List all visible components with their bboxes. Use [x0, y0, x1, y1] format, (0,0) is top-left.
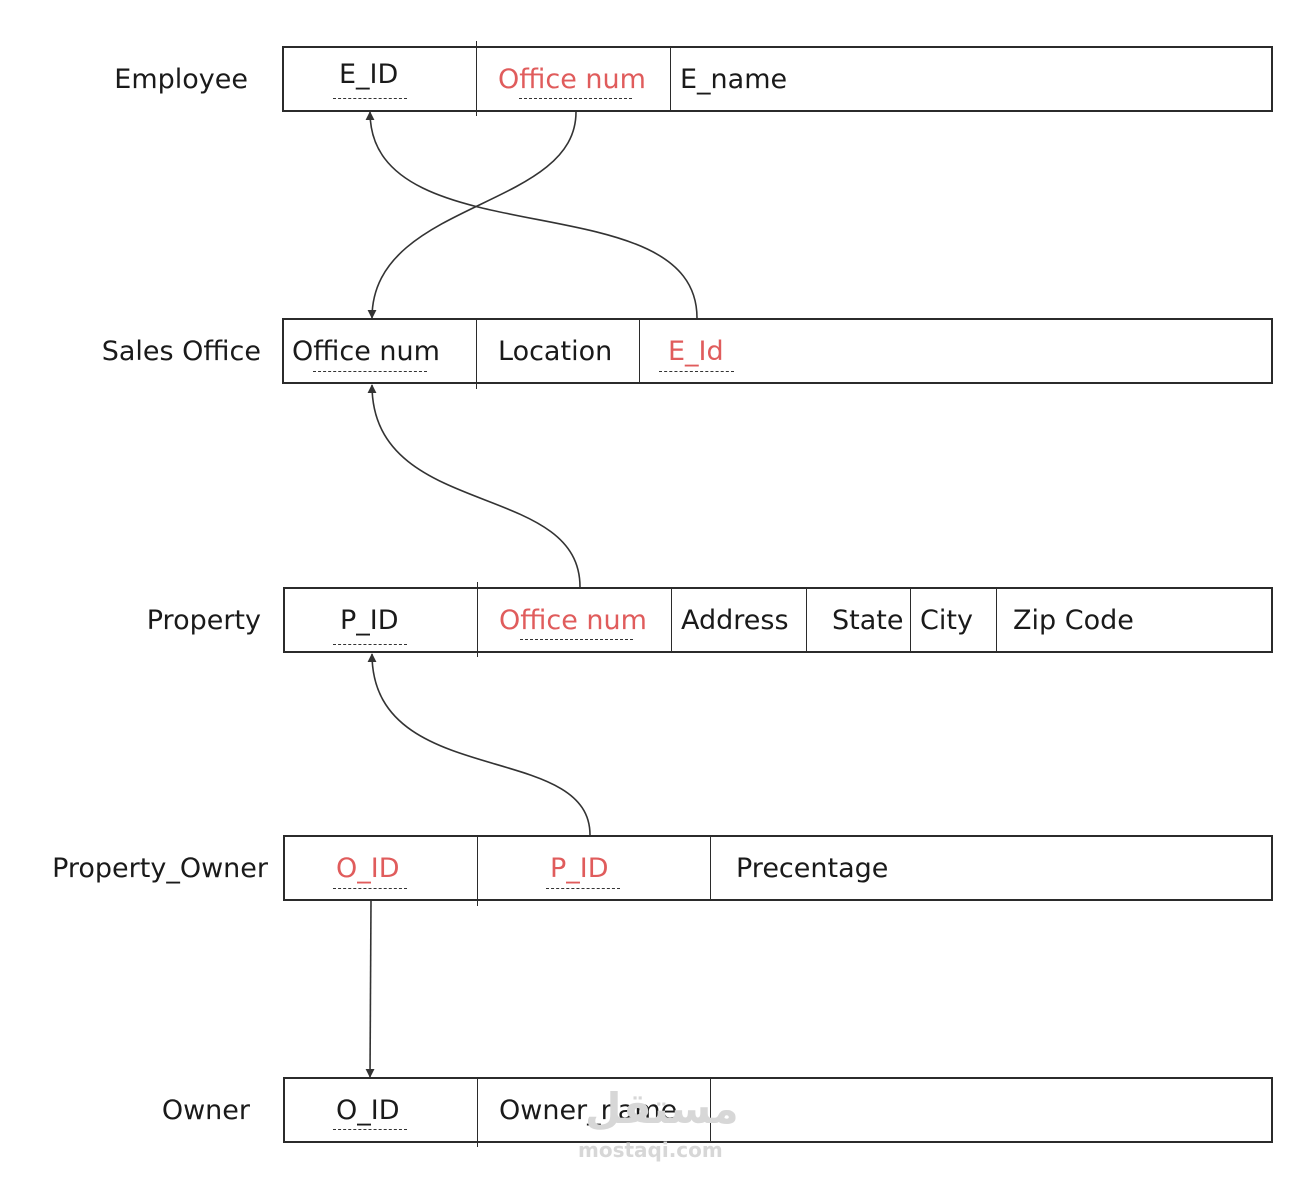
watermark-logo-arabic: مستقل [585, 1084, 739, 1133]
column-divider [671, 587, 672, 653]
column-divider [670, 46, 671, 112]
column-precentage: Precentage [736, 853, 889, 884]
column-divider [806, 587, 807, 653]
column-divider [996, 587, 997, 653]
table-label-owner: Owner [161, 1095, 250, 1126]
table-label-employee: Employee [114, 64, 248, 95]
column-divider [476, 41, 477, 116]
column-zip-code: Zip Code [1013, 605, 1134, 636]
column-city: City [920, 605, 973, 636]
table-label-property: Property [146, 605, 261, 636]
column-address: Address [681, 605, 789, 636]
column-divider [476, 318, 477, 389]
column-office-num: Office num [292, 336, 440, 367]
table-property [283, 587, 1273, 653]
watermark-logo-latin: mostaqi.com [578, 1138, 723, 1162]
key-underline [659, 371, 734, 372]
column-divider [477, 582, 478, 657]
table-label-property-owner: Property_Owner [52, 853, 268, 884]
arrow-property-office-to-sales-office [367, 384, 581, 588]
column-e-id: E_ID [339, 59, 399, 90]
arrow-sales-office-eid-to-employee [365, 111, 698, 319]
column-divider [710, 835, 711, 901]
column-divider [639, 318, 640, 384]
arrow-employee-office-to-sales-office [367, 111, 577, 319]
primary-key-underline [333, 1129, 407, 1130]
column-divider [477, 835, 478, 906]
column-owner-name: Owner_name [499, 1095, 678, 1126]
primary-key-underline [333, 888, 407, 889]
column-p-id-fk: P_ID [550, 853, 609, 884]
column-e-name: E_name [680, 64, 788, 95]
key-underline [519, 98, 632, 99]
table-sales-office [282, 318, 1273, 384]
primary-key-underline [313, 371, 427, 372]
column-divider [477, 1077, 478, 1147]
primary-key-underline [333, 98, 407, 99]
column-divider [910, 587, 911, 653]
table-label-sales-office: Sales Office [101, 336, 261, 367]
column-p-id: P_ID [340, 605, 399, 636]
table-employee [282, 46, 1273, 112]
primary-key-underline [546, 888, 620, 889]
column-office-num-fk: Office num [498, 64, 646, 95]
column-o-id-fk: O_ID [336, 853, 400, 884]
arrow-property-owner-pid-to-property [367, 653, 591, 836]
key-underline [520, 639, 633, 640]
column-office-num-fk: Office num [499, 605, 647, 636]
column-state: State [832, 605, 904, 636]
table-property-owner [283, 835, 1273, 901]
column-o-id: O_ID [336, 1095, 400, 1126]
arrow-property-owner-oid-to-owner [365, 900, 375, 1078]
primary-key-underline [333, 644, 407, 645]
column-location: Location [498, 336, 613, 367]
column-divider [710, 1077, 711, 1143]
table-owner [283, 1077, 1273, 1143]
column-e-id-fk: E_Id [668, 336, 724, 367]
